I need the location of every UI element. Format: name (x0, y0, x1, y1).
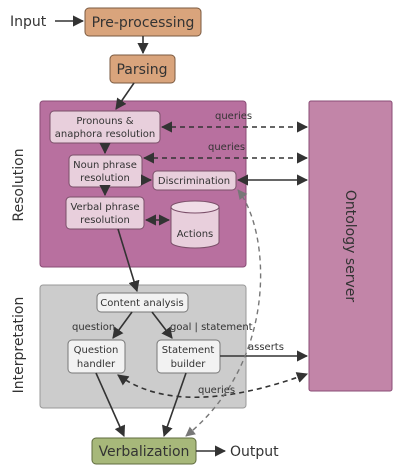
interpretation-section-label: Interpretation (11, 297, 27, 394)
question-handler-label-line2: handler (77, 359, 116, 370)
queries-label-3: queries (198, 385, 235, 396)
verbalization-label: Verbalization (99, 444, 190, 460)
verbal-phrase-label-line1: Verbal phrase (70, 202, 139, 213)
question-handler-label-line1: Question (74, 345, 119, 356)
queries-label-1: queries (215, 111, 252, 122)
actions-database (170, 200, 220, 249)
output-label: Output (230, 444, 279, 460)
edge-content-statement (151, 311, 173, 339)
question-edge-label: question (72, 322, 115, 333)
asserts-edge-label: asserts (248, 342, 284, 353)
pronouns-label-line1: Pronouns & (76, 116, 133, 127)
statement-builder-label-line2: builder (171, 359, 207, 370)
pronouns-label-line2: anaphora resolution (55, 129, 155, 140)
statement-builder-label-line1: Statement (162, 345, 215, 356)
queries-label-2: queries (208, 142, 245, 153)
goal-statement-edge-label: goal | statement (170, 322, 253, 333)
edge-content-question (112, 311, 133, 339)
discrimination-label: Discrimination (158, 176, 230, 187)
noun-phrase-label-line2: resolution (80, 173, 130, 184)
noun-phrase-label-line1: Noun phrase (73, 160, 137, 171)
content-analysis-label: Content analysis (100, 298, 183, 309)
parsing-box (109, 54, 176, 84)
parsing-label: Parsing (116, 62, 167, 78)
verbal-phrase-label-line2: resolution (80, 215, 130, 226)
actions-label: Actions (177, 229, 214, 240)
preprocessing-label: Pre-processing (92, 15, 195, 31)
ontology-server-box (308, 100, 393, 392)
ontology-server-label: Ontology server (342, 190, 358, 303)
input-label: Input (10, 14, 47, 30)
edge-parsing-pronouns (115, 82, 135, 110)
edge-question-verbalization (95, 372, 126, 438)
verbal-phrase-box (65, 196, 145, 230)
edge-verbal-content-analysis (117, 228, 140, 293)
resolution-section-label: Resolution (11, 148, 27, 221)
